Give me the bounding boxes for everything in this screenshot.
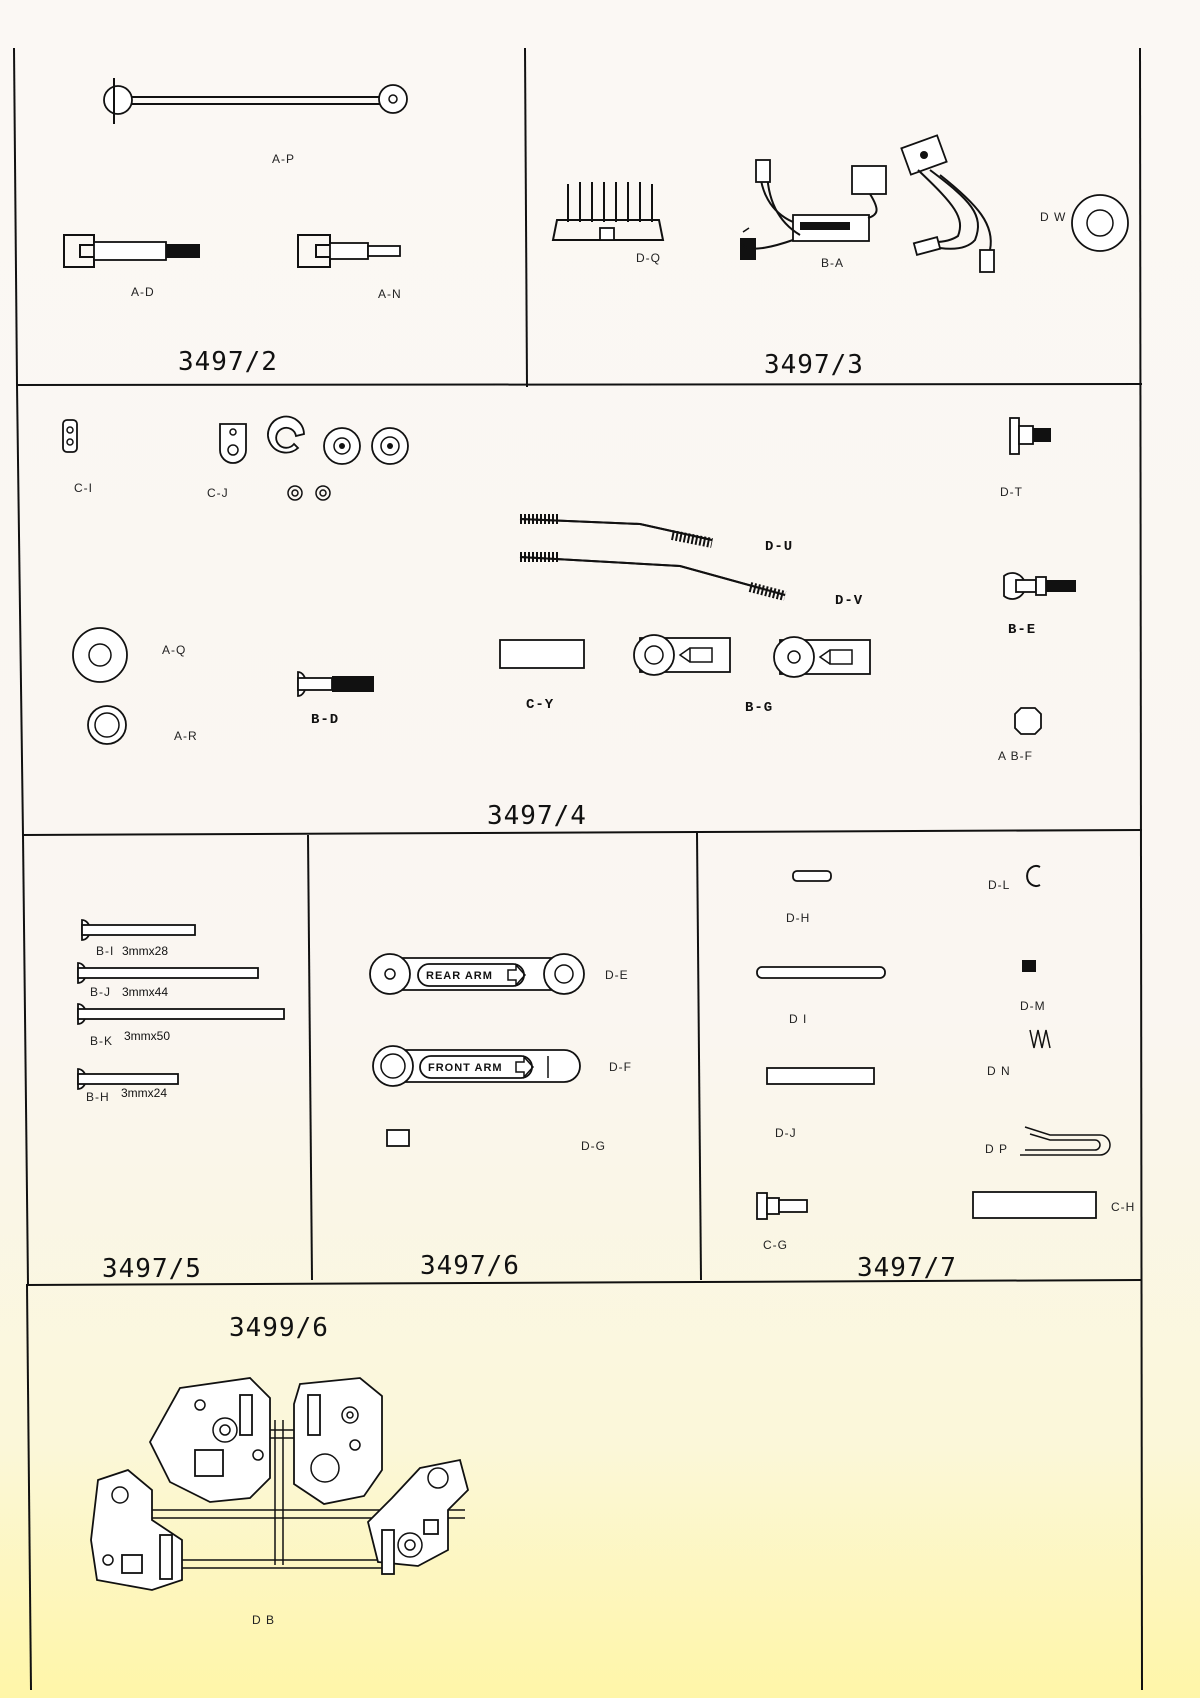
label-dt: D-T bbox=[1000, 485, 1023, 499]
size-bh: 3mmx24 bbox=[121, 1086, 167, 1100]
panel-3497-7: D-H D-L D-M D N D I D-J D P C-G bbox=[756, 865, 1135, 1283]
panel-3497-5: B-I 3mmx28 B-J 3mmx44 B-K 3mmx50 B-H 3mm… bbox=[77, 919, 285, 1284]
part-cj bbox=[219, 415, 409, 501]
label-bk: B-K bbox=[90, 1034, 113, 1048]
part-dj bbox=[766, 1067, 875, 1085]
front-arm-text: FRONT ARM bbox=[428, 1062, 503, 1074]
part-ch bbox=[972, 1191, 1097, 1219]
label-cg: C-G bbox=[763, 1238, 788, 1252]
label-ba: B-A bbox=[821, 256, 844, 270]
label-bj: B-J bbox=[90, 985, 111, 999]
part-dt bbox=[1009, 417, 1051, 455]
label-bg: B-G bbox=[745, 700, 773, 716]
label-ap: A-P bbox=[272, 152, 295, 166]
label-bd: B-D bbox=[311, 712, 339, 728]
size-bj: 3mmx44 bbox=[122, 985, 168, 999]
part-dh bbox=[792, 870, 832, 882]
part-dg bbox=[386, 1129, 410, 1147]
part-front-arm-df: FRONT ARM bbox=[372, 1045, 581, 1087]
label-du: D-U bbox=[765, 539, 793, 555]
label-an: A-N bbox=[378, 287, 402, 301]
part-pin-dp bbox=[1020, 1126, 1111, 1156]
part-universal-an bbox=[297, 234, 401, 268]
part-drive-shaft-ap bbox=[103, 78, 408, 124]
label-ar: A-R bbox=[174, 729, 198, 743]
label-dw: D W bbox=[1040, 210, 1066, 224]
part-gearbox-sprue-db bbox=[90, 1377, 470, 1591]
part-di bbox=[756, 966, 886, 979]
part-dm bbox=[1022, 960, 1036, 972]
part-cy bbox=[499, 639, 585, 669]
label-dm: D-M bbox=[1020, 999, 1046, 1013]
part-switch-ba bbox=[740, 159, 887, 260]
label-dv: D-V bbox=[835, 593, 863, 609]
part-washers-aq-ar bbox=[72, 627, 128, 745]
label-cj: C-J bbox=[207, 486, 229, 500]
label-dg: D-G bbox=[581, 1139, 606, 1153]
part-be bbox=[1003, 572, 1076, 600]
part-heatsink-dq bbox=[551, 182, 665, 241]
label-bi: B-I bbox=[96, 944, 114, 958]
part-spring-dn bbox=[1029, 1029, 1051, 1049]
panel-number: 3499/6 bbox=[229, 1313, 329, 1343]
part-screw-bd bbox=[297, 671, 374, 697]
panel-3499-6: 3499/6 bbox=[90, 1313, 470, 1627]
rear-arm-text: REAR ARM bbox=[426, 970, 493, 982]
label-dn: D N bbox=[987, 1064, 1011, 1078]
panel-number: 3497/5 bbox=[102, 1254, 202, 1284]
label-df: D-F bbox=[609, 1060, 632, 1074]
label-dj: D-J bbox=[775, 1126, 797, 1140]
part-cg bbox=[756, 1192, 808, 1220]
panel-3497-4: C-I C-J D-T bbox=[62, 415, 1076, 831]
label-ch: C-H bbox=[1111, 1200, 1135, 1214]
panel-number: 3497/2 bbox=[178, 347, 278, 377]
panel-3497-2: A-P A-D A-N 3497/2 bbox=[63, 78, 408, 377]
part-clip-dl bbox=[1026, 865, 1041, 887]
label-ci: C-I bbox=[74, 481, 93, 495]
label-de: D-E bbox=[605, 968, 629, 982]
part-rear-arm-de: REAR ARM bbox=[369, 953, 585, 995]
panel-number: 3497/4 bbox=[487, 801, 587, 831]
panel-number: 3497/6 bbox=[420, 1251, 520, 1281]
label-dl: D-L bbox=[988, 878, 1010, 892]
panel-grid bbox=[13, 47, 1143, 1691]
part-washer-dw bbox=[1071, 194, 1129, 252]
part-bolts bbox=[77, 919, 285, 1090]
label-abf: A B-F bbox=[998, 749, 1033, 763]
label-dp: D P bbox=[985, 1142, 1008, 1156]
panel-3497-3: D-Q B-A D W 3497/3 bbox=[551, 134, 1129, 380]
label-db: D B bbox=[252, 1613, 275, 1627]
part-rods-du-dv bbox=[519, 514, 787, 601]
label-be: B-E bbox=[1008, 622, 1036, 638]
part-abf bbox=[1014, 707, 1042, 735]
part-plug-leads bbox=[900, 134, 995, 273]
label-dh: D-H bbox=[786, 911, 810, 925]
label-dq: D-Q bbox=[636, 251, 661, 265]
panel-number: 3497/3 bbox=[764, 350, 864, 380]
label-cy: C-Y bbox=[526, 697, 554, 713]
part-ci bbox=[62, 419, 78, 453]
part-bg bbox=[633, 634, 871, 678]
label-di: D I bbox=[789, 1012, 807, 1026]
panel-number: 3497/7 bbox=[857, 1253, 957, 1283]
size-bk: 3mmx50 bbox=[124, 1029, 170, 1043]
size-bi: 3mmx28 bbox=[122, 944, 168, 958]
label-bh: B-H bbox=[86, 1090, 110, 1104]
part-universal-ad bbox=[63, 234, 200, 268]
label-ad: A-D bbox=[131, 285, 155, 299]
panel-3497-6: REAR ARM D-E FRONT ARM D-F D-G 3497/6 bbox=[369, 953, 632, 1281]
label-aq: A-Q bbox=[162, 643, 186, 657]
